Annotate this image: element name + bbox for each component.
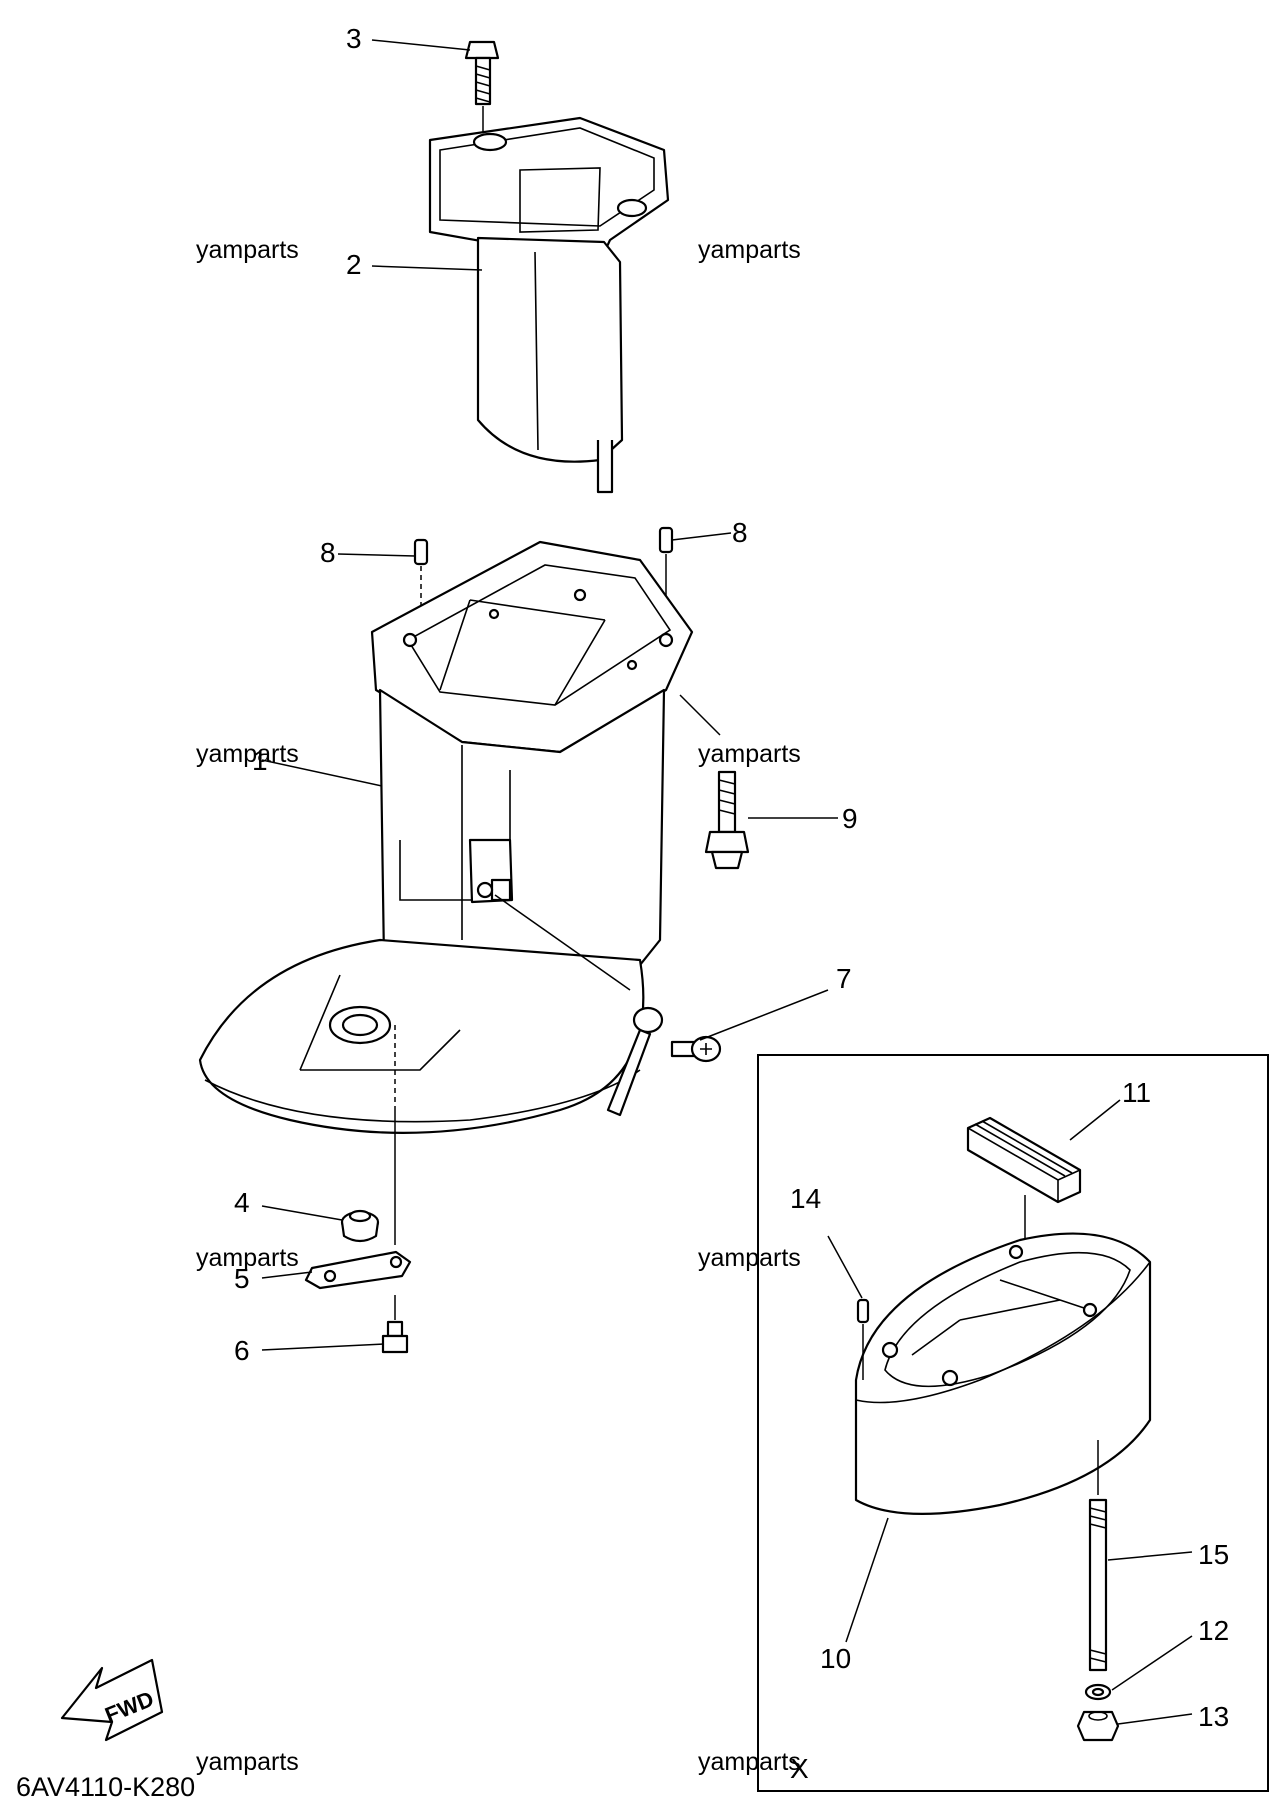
callout-6: 6 — [234, 1335, 250, 1366]
inset-box — [757, 1054, 1269, 1792]
callout-2: 2 — [346, 249, 362, 280]
callout-10: 10 — [820, 1643, 851, 1674]
callout-1: 1 — [252, 745, 268, 776]
part-14-dowel-pin[interactable] — [856, 1298, 870, 1380]
callout-8-left: 8 — [320, 537, 336, 568]
watermark: yamparts — [698, 740, 801, 768]
ground-lead-wire — [494, 894, 664, 1117]
callout-7: 7 — [836, 963, 852, 994]
part-5-gasket[interactable] — [304, 1250, 412, 1290]
leader-lines — [261, 39, 1193, 1725]
callout-13: 13 — [1198, 1701, 1229, 1732]
part-8-dowel-pin-left[interactable] — [413, 538, 429, 612]
part-4-grommet[interactable] — [340, 1209, 380, 1243]
part-10-spacer[interactable] — [854, 1232, 1152, 1515]
callout-8-right: 8 — [732, 517, 748, 548]
part-7-screw[interactable] — [670, 1035, 722, 1063]
callout-9: 9 — [842, 803, 858, 834]
inset-label: X — [790, 1753, 809, 1784]
watermark: yamparts — [196, 740, 299, 768]
part-15-stud-bolt[interactable] — [1088, 1440, 1108, 1672]
diagram-code: 6AV4110-K280 — [16, 1772, 195, 1802]
part-9-bolt[interactable] — [679, 694, 750, 870]
callout-14: 14 — [790, 1183, 821, 1214]
callout-4: 4 — [234, 1187, 250, 1218]
callout-11: 11 — [1122, 1077, 1151, 1108]
callout-3: 3 — [346, 23, 362, 54]
watermark: yamparts — [698, 1748, 801, 1776]
watermark: yamparts — [196, 1748, 299, 1776]
callout-5: 5 — [234, 1263, 250, 1294]
part-12-washer[interactable] — [1084, 1683, 1112, 1701]
watermark: yamparts — [196, 1244, 299, 1272]
part-13-nut[interactable] — [1076, 1710, 1120, 1742]
part-3-bolt[interactable] — [464, 40, 500, 140]
callout-15: 15 — [1198, 1539, 1229, 1570]
watermark: yamparts — [698, 1244, 801, 1272]
watermark: yamparts — [196, 236, 299, 264]
part-6-bolt[interactable] — [381, 1295, 409, 1354]
part-1-upper-casing[interactable] — [198, 540, 694, 1245]
callout-12: 12 — [1198, 1615, 1229, 1646]
part-2-exhaust-guide[interactable] — [428, 116, 670, 494]
watermark: yamparts — [698, 236, 801, 264]
fwd-arrow-icon: FWD — [60, 1658, 164, 1742]
